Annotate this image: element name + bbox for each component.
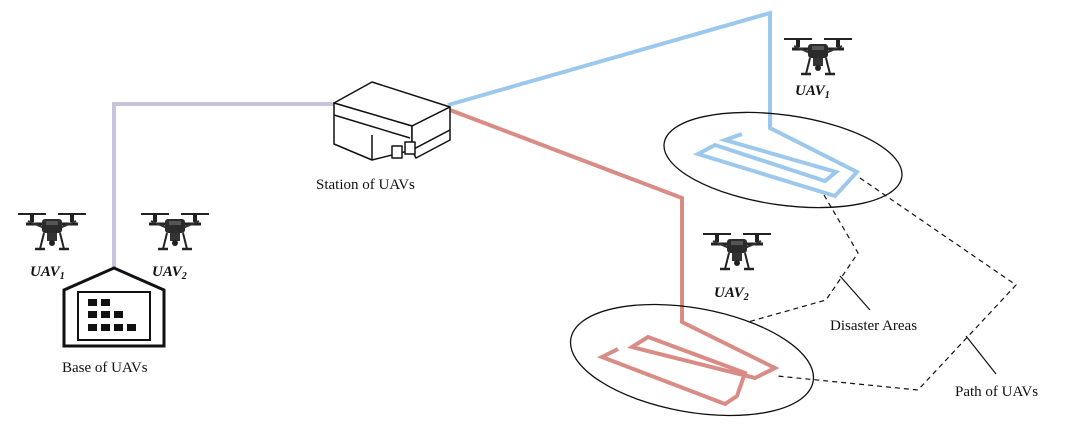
field-uav1-drone-icon <box>782 36 854 76</box>
disaster-area-1 <box>663 111 903 209</box>
path-of-uavs-bracket <box>965 335 997 375</box>
uav1-flight-path <box>447 10 861 199</box>
base-label: Base of UAVs <box>62 360 148 376</box>
field-uav2-label: UAV2 <box>714 285 749 303</box>
field-uav1-label: UAV1 <box>795 83 830 101</box>
station-label: Station of UAVs <box>316 177 415 193</box>
station-building-icon <box>333 81 451 161</box>
disaster-area-2 <box>569 303 815 417</box>
disaster-areas-bracket <box>839 275 871 311</box>
field-uav2-drone-icon <box>701 231 773 271</box>
disaster-areas-connector <box>747 194 859 323</box>
base-uav1-drone-icon <box>16 211 88 251</box>
path-of-uavs-label: Path of UAVs <box>955 384 1038 400</box>
base-uav1-label: UAV1 <box>30 264 65 282</box>
path-of-uavs-connector <box>776 177 1017 391</box>
base-uav2-drone-icon <box>139 211 211 251</box>
base-building-icon <box>62 266 166 348</box>
disaster-areas-label: Disaster Areas <box>830 318 917 334</box>
base-to-station-path <box>112 102 334 268</box>
base-uav2-label: UAV2 <box>152 264 187 282</box>
uav2-flight-path <box>449 108 780 407</box>
